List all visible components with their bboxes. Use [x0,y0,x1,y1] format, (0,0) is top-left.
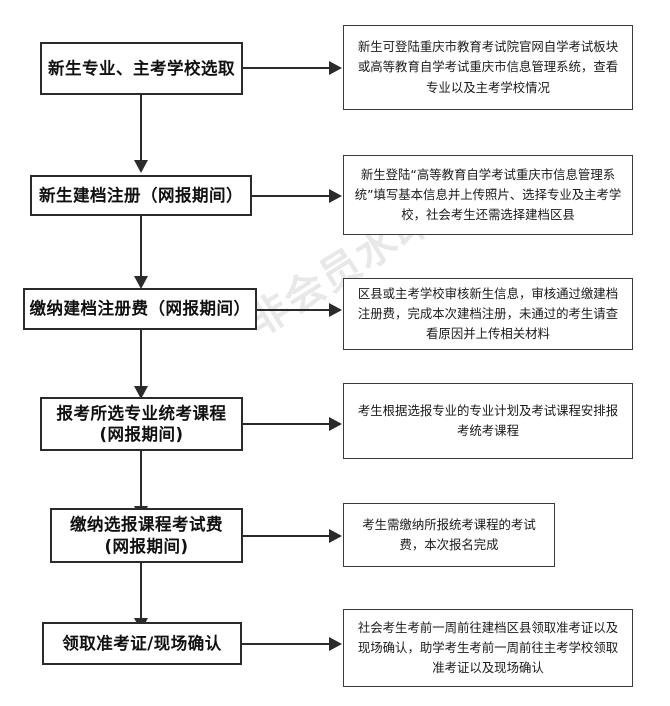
step-label-2: 新生建档注册（网报期间） [39,185,243,205]
connector-line-6 [242,643,329,645]
desc-text-3: 区县或主考学校审核新生信息，审核通过缴建档注册费，完成本次建档注册，未通过的考生… [357,285,619,342]
flow-line-3-4 [140,330,142,388]
desc-text-4: 考生根据选报专业的专业计划及考试课程安排报考统考课程 [357,402,619,438]
flow-arrow-1-2 [133,160,148,173]
flow-arrow-3-4 [133,386,148,399]
desc-text-5: 考生需缴纳所报统考课程的考试费，本次报名完成 [362,516,536,552]
connector-arrow-3 [329,303,342,317]
flow-line-4-5 [140,451,142,508]
step-box-6[interactable]: 领取准考证/现场确认 [42,622,242,665]
flow-line-2-3 [140,216,142,278]
desc-box-1: 新生可登陆重庆市教育考试院官网自学考试板块或高等教育自学考试重庆市信息管理系统，… [343,25,633,110]
flow-line-5-6 [140,563,142,620]
step-label-1: 新生专业、主考学校选取 [48,58,235,78]
step-box-4[interactable]: 报考所选专业统考课程 (网报期间) [40,397,243,451]
connector-arrow-4 [329,417,342,431]
flow-line-1-2 [140,95,142,162]
connector-line-1 [243,67,329,69]
connector-arrow-2 [329,189,342,203]
step-label-4-line1: 报考所选专业统考课程 [56,403,227,423]
flow-arrow-2-3 [133,276,148,289]
desc-text-2: 新生登陆“高等教育自学考试重庆市信息管理系统”填写基本信息并上传照片、选择专业及… [354,166,622,223]
desc-box-2: 新生登陆“高等教育自学考试重庆市信息管理系统”填写基本信息并上传照片、选择专业及… [343,155,633,235]
desc-box-5: 考生需缴纳所报统考课程的考试费，本次报名完成 [343,503,555,567]
step-label-4-line2: (网报期间) [99,425,184,444]
step-box-3[interactable]: 缴纳建档注册费（网报期间） [23,288,257,330]
step-label-3: 缴纳建档注册费（网报期间） [29,299,251,319]
connector-arrow-5 [329,529,342,543]
desc-box-6: 社会考生考前一周前往建档区县领取准考证以及现场确认，助学考生考前一周前往主考学校… [343,609,633,687]
connector-arrow-1 [329,61,342,75]
connector-line-4 [243,423,329,425]
connector-line-3 [257,309,329,311]
desc-text-1: 新生可登陆重庆市教育考试院官网自学考试板块或高等教育自学考试重庆市信息管理系统，… [357,39,619,95]
step-label-5-line2: (网报期间) [104,536,189,556]
step-box-5[interactable]: 缴纳选报课程考试费 (网报期间) [50,508,243,563]
step-box-1[interactable]: 新生专业、主考学校选取 [40,42,243,95]
connector-line-2 [252,195,329,197]
connector-line-5 [243,535,329,537]
step-label-5-line1: 缴纳选报课程考试费 [70,515,223,535]
step-label-6: 领取准考证/现场确认 [62,633,222,653]
desc-box-4: 考生根据选报专业的专业计划及考试课程安排报考统考课程 [343,383,633,459]
connector-arrow-6 [329,637,342,651]
desc-box-3: 区县或主考学校审核新生信息，审核通过缴建档注册费，完成本次建档注册，未通过的考生… [343,278,633,350]
step-box-2[interactable]: 新生建档注册（网报期间） [30,175,252,216]
desc-text-6: 社会考生考前一周前往建档区县领取准考证以及现场确认，助学考生考前一周前往主考学校… [357,619,619,676]
